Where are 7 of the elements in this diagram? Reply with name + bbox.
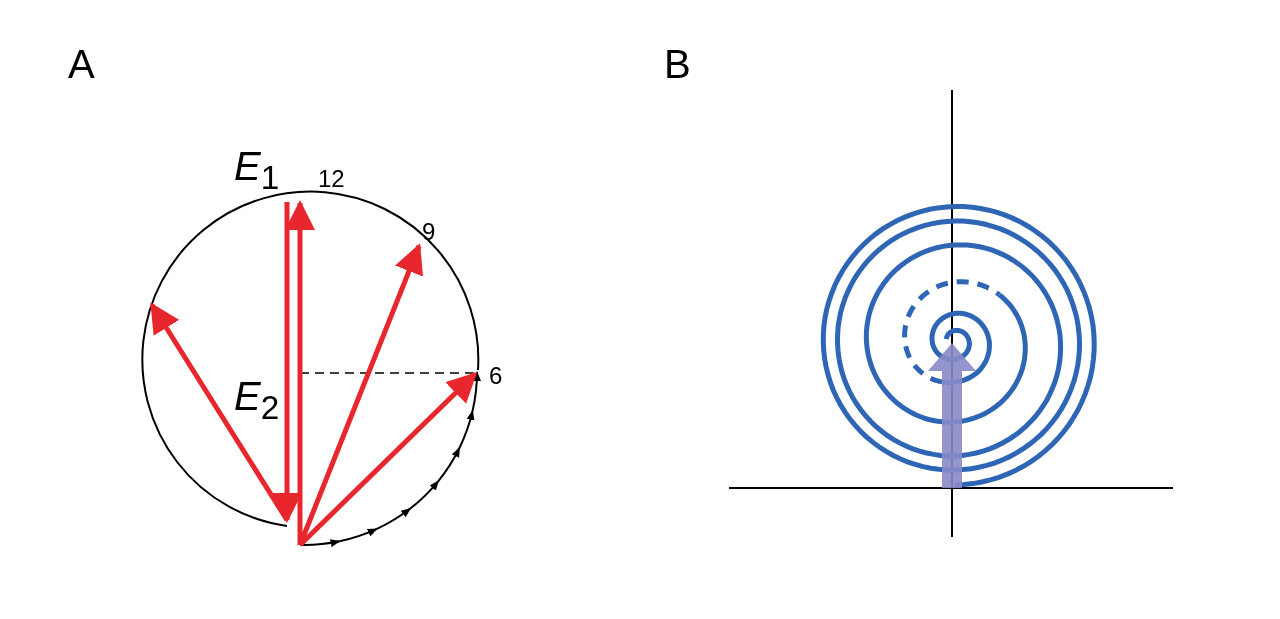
point-number: 6 bbox=[489, 364, 503, 388]
panel-label: A bbox=[68, 44, 95, 84]
point-number: 9 bbox=[422, 220, 436, 244]
vector-label: E$_{2}$ bbox=[234, 376, 280, 425]
point-number: 12 bbox=[318, 167, 345, 191]
panel-label: B bbox=[664, 44, 691, 84]
vector-label: E$_{1}$ bbox=[234, 146, 280, 195]
